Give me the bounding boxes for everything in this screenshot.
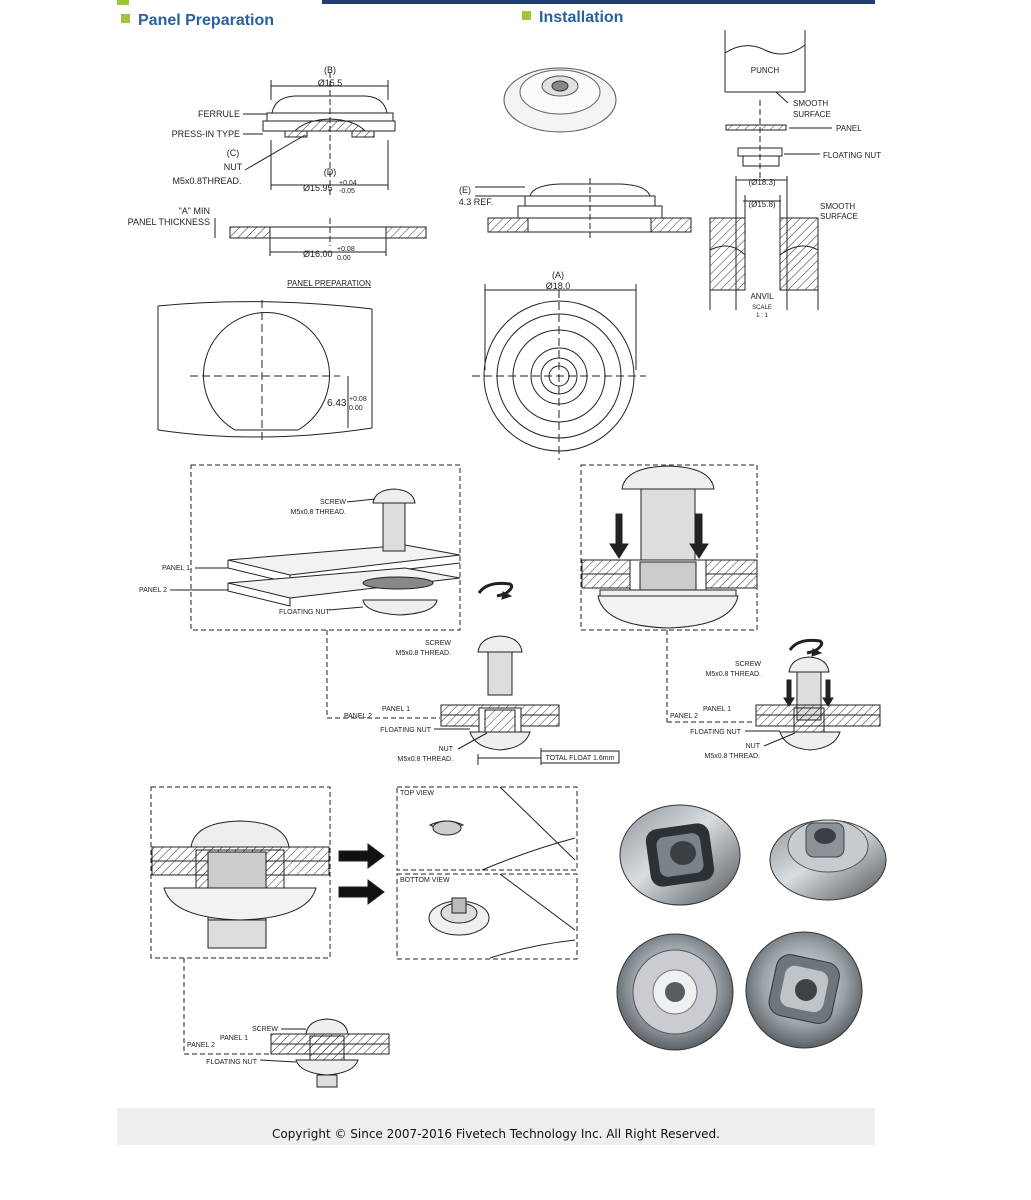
label-punch: PUNCH bbox=[751, 66, 780, 75]
dim-hole: Ø16.00 bbox=[303, 249, 333, 259]
label-panel2-3: PANEL 2 bbox=[670, 713, 698, 720]
label-panel1-4: PANEL 1 bbox=[220, 1035, 248, 1042]
label-floating-nut-1: FLOATING NUT bbox=[279, 609, 331, 616]
label-smooth-2: SMOOTH bbox=[820, 202, 855, 211]
product-photo-top-square bbox=[745, 931, 863, 1049]
label-d: (D) bbox=[324, 167, 337, 177]
assembly-exploded-box bbox=[170, 464, 461, 631]
tol-hole-minus: 0.00 bbox=[337, 255, 351, 262]
tol-d-minus: -0.05 bbox=[339, 188, 355, 195]
assembly-section-final bbox=[259, 1018, 390, 1088]
label-ferrule: FERRULE bbox=[198, 109, 240, 119]
assembly-final-box bbox=[150, 786, 385, 959]
header-accent bbox=[117, 0, 129, 5]
product-photo-square-top bbox=[619, 804, 741, 906]
label-thread-1: M5x0.8 THREAD. bbox=[291, 509, 347, 516]
label-anvil: ANVIL bbox=[750, 292, 774, 301]
label-panel-punch: PANEL bbox=[836, 124, 862, 133]
label-screw-4: SCREW bbox=[252, 1026, 278, 1033]
label-panel-preparation: PANEL PREPARATION bbox=[287, 279, 371, 288]
dim-e: 4.3 REF. bbox=[459, 197, 494, 207]
label-c: (C) bbox=[227, 148, 240, 158]
installation-heading: Installation bbox=[539, 9, 624, 26]
panel-prep-section-drawing bbox=[214, 72, 427, 256]
label-panel1-2: PANEL 1 bbox=[382, 706, 410, 713]
tol-hole-plus: +0.08 bbox=[337, 246, 355, 253]
label-bottom-view: BOTTOM VIEW bbox=[400, 877, 450, 884]
assembly-section-2 bbox=[745, 638, 881, 751]
tol-flat-plus: +0.08 bbox=[349, 396, 367, 403]
label-scale-value: 1 : 1 bbox=[756, 313, 768, 319]
leader-lines bbox=[183, 630, 755, 1055]
label-floating-nut-3: FLOATING NUT bbox=[690, 729, 742, 736]
product-photo-angled bbox=[769, 819, 887, 901]
panel-prep-top-view bbox=[157, 300, 373, 440]
section-title-panel-preparation: Panel Preparation bbox=[121, 12, 274, 30]
label-a: (A) bbox=[552, 270, 564, 280]
label-a-min: "A" MIN bbox=[179, 206, 210, 216]
label-screw-3: SCREW bbox=[735, 661, 761, 668]
product-photo-bottom bbox=[616, 933, 734, 1051]
label-thread: M5x0.8THREAD. bbox=[172, 176, 241, 186]
tol-flat-minus: 0.00 bbox=[349, 405, 363, 412]
label-panel2-2: PANEL 2 bbox=[344, 713, 372, 720]
label-screw-1: SCREW bbox=[320, 499, 346, 506]
label-nut-thread-2: M5x0.8 THREAD. bbox=[398, 756, 454, 763]
label-nut-3: NUT bbox=[746, 743, 761, 750]
label-surface-1: SURFACE bbox=[793, 110, 831, 119]
label-smooth-1: SMOOTH bbox=[793, 99, 828, 108]
bullet-square-icon bbox=[522, 11, 531, 21]
nut-top-view bbox=[472, 284, 646, 460]
dim-a: Ø18.0 bbox=[546, 281, 571, 291]
label-floating-nut-punch: FLOATING NUT bbox=[823, 151, 881, 160]
label-scale: SCALE bbox=[752, 305, 772, 311]
label-floating-nut-2: FLOATING NUT bbox=[380, 727, 432, 734]
label-panel2-1: PANEL 2 bbox=[139, 587, 167, 594]
assembly-press-box bbox=[580, 464, 758, 631]
label-e: (E) bbox=[459, 185, 471, 195]
assembly-section-1 bbox=[434, 581, 620, 765]
label-floating-nut-4: FLOATING NUT bbox=[206, 1059, 258, 1066]
nut-isometric-view bbox=[503, 67, 617, 133]
label-nut-2: NUT bbox=[439, 746, 454, 753]
label-b: (B) bbox=[324, 65, 336, 75]
label-nut: NUT bbox=[224, 162, 243, 172]
dim-d: Ø15.95 bbox=[303, 183, 333, 193]
label-top-view: TOP VIEW bbox=[400, 790, 434, 797]
copyright-text: Copyright © Since 2007-2016 Fivetech Tec… bbox=[272, 1127, 720, 1141]
panel-preparation-heading: Panel Preparation bbox=[138, 12, 275, 29]
tol-d-plus: +0.04 bbox=[339, 180, 357, 187]
label-thread-2: M5x0.8 THREAD. bbox=[396, 650, 452, 657]
section-title-installation: Installation bbox=[522, 9, 623, 27]
label-panel1-3: PANEL 1 bbox=[703, 706, 731, 713]
label-nut-thread-3: M5x0.8 THREAD. bbox=[705, 753, 761, 760]
label-panel2-4: PANEL 2 bbox=[187, 1042, 215, 1049]
technical-drawings: (B) Ø15.5 FERRULE PRESS-IN TYPE (C) NUT … bbox=[128, 30, 887, 1088]
label-panel1-1: PANEL 1 bbox=[162, 565, 190, 572]
punch-anvil-drawing bbox=[709, 30, 832, 310]
dim-15-8: (Ø15.8) bbox=[748, 200, 775, 209]
dim-18-3: (Ø18.3) bbox=[748, 178, 775, 187]
label-thread-3: M5x0.8 THREAD. bbox=[706, 671, 762, 678]
nut-side-view bbox=[475, 178, 692, 238]
label-total-float: TOTAL FLOAT 1.6mm bbox=[546, 755, 615, 762]
label-press-in: PRESS-IN TYPE bbox=[172, 129, 240, 139]
label-surface-2: SURFACE bbox=[820, 212, 858, 221]
footer: Copyright © Since 2007-2016 Fivetech Tec… bbox=[117, 1108, 875, 1145]
dim-b: Ø15.5 bbox=[318, 78, 343, 88]
label-panel-thickness: PANEL THICKNESS bbox=[128, 217, 210, 227]
dim-flat: 6.43 bbox=[327, 398, 347, 409]
bullet-square-icon bbox=[121, 14, 130, 24]
top-bottom-view-box bbox=[396, 786, 578, 960]
header-bar bbox=[322, 0, 875, 4]
label-screw-2: SCREW bbox=[425, 640, 451, 647]
